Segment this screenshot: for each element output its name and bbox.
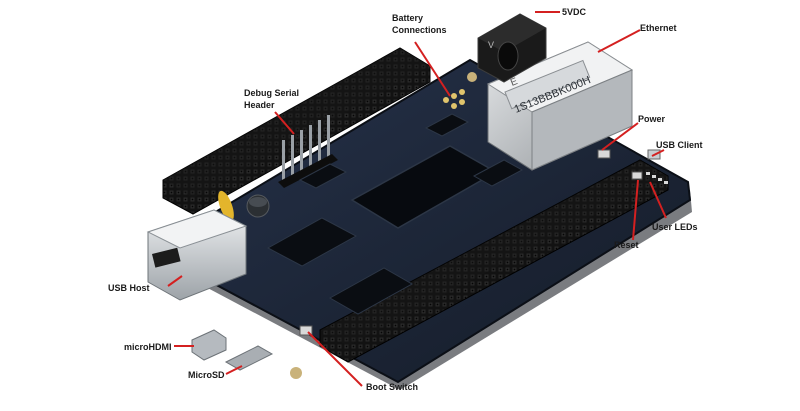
ethernet-jack: 1S13BBBK000H E xyxy=(486,41,634,171)
label-reset: Reset xyxy=(614,240,639,250)
battery-pads xyxy=(443,89,465,109)
expansion-header-front-top xyxy=(320,160,668,346)
label-5vdc: 5VDC xyxy=(562,7,587,17)
expansion-header-back xyxy=(162,47,431,215)
user-leds xyxy=(646,172,668,184)
ethernet-mark: E xyxy=(509,76,520,89)
label-boot-switch: Boot Switch xyxy=(366,382,418,392)
small-chip xyxy=(298,163,348,189)
label-debug-line1: Debug Serial xyxy=(244,88,299,98)
emmc-chip xyxy=(328,267,414,315)
label-power: Power xyxy=(638,114,666,124)
small-chip xyxy=(424,113,470,137)
microsd-slot xyxy=(224,345,274,371)
debug-serial-pins xyxy=(278,115,338,188)
pmic-chip xyxy=(472,159,524,187)
power-button xyxy=(597,149,611,159)
label-microhdmi: microHDMI xyxy=(124,342,172,352)
expansion-header-front xyxy=(319,159,669,363)
label-ethernet: Ethernet xyxy=(640,23,677,33)
label-battery-line2: Connections xyxy=(392,25,447,35)
tantalum-cap xyxy=(218,190,234,222)
microhdmi-port xyxy=(191,329,227,361)
mounting-hole xyxy=(290,367,302,379)
barrel-jack: V xyxy=(477,13,547,83)
barrel-mark: V xyxy=(488,40,494,50)
mounting-hole xyxy=(467,72,477,82)
reset-button xyxy=(631,171,643,180)
boot-switch-button xyxy=(299,325,313,336)
capacitor-top xyxy=(249,197,267,207)
label-debug-line2: Header xyxy=(244,100,275,110)
ram-chip xyxy=(266,217,358,267)
callout-lines xyxy=(167,11,667,387)
expansion-header-back-top xyxy=(163,48,430,198)
label-usb-host: USB Host xyxy=(108,283,150,293)
label-usb-client: USB Client xyxy=(656,140,703,150)
label-microsd: MicroSD xyxy=(188,370,225,380)
usb-host-port xyxy=(146,209,248,301)
label-user-leds: User LEDs xyxy=(652,222,698,232)
label-battery-line1: Battery xyxy=(392,13,423,23)
